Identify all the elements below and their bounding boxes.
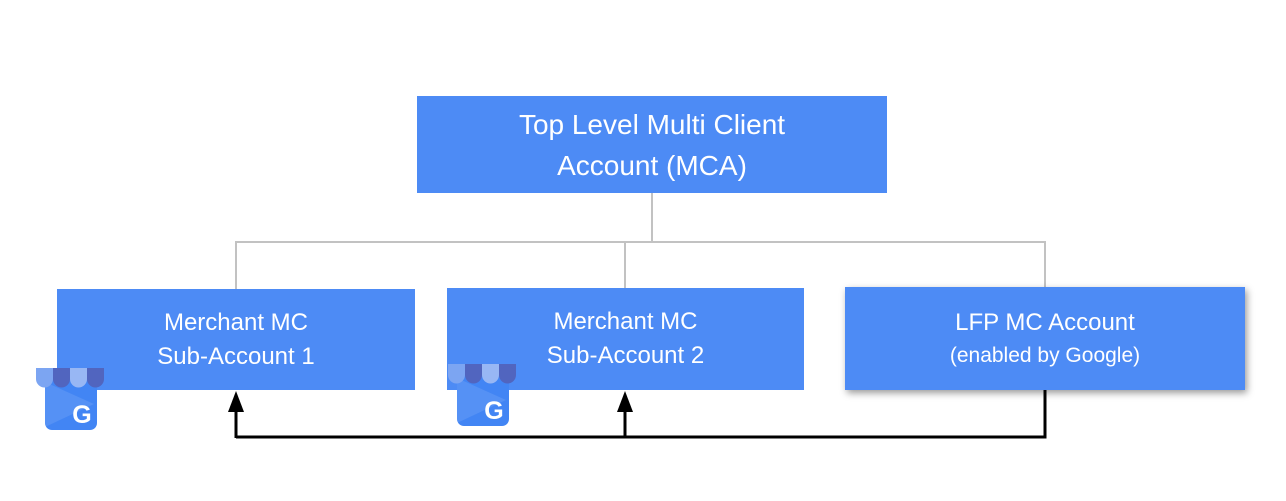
tree-connector-lines <box>235 193 1046 289</box>
google-g-letter: G <box>72 401 91 429</box>
node-lfp-mc-account: LFP MC Account (enabled by Google) <box>845 287 1245 390</box>
node-top-level-mca-line1: Top Level Multi Client <box>518 108 786 140</box>
google-my-business-icon: G <box>36 368 104 430</box>
node-merchant-sub-account-2-line2: Sub-Account 2 <box>546 342 705 369</box>
node-lfp-mc-account-line2: (enabled by Google) <box>949 343 1141 367</box>
storefront-awning <box>36 368 104 388</box>
node-merchant-sub-account-1-line2: Sub-Account 1 <box>157 342 315 370</box>
lfp-feed-lines <box>234 390 1047 439</box>
node-top-level-mca: Top Level Multi Client Account (MCA) <box>417 96 887 193</box>
arrowhead-sub2 <box>617 391 633 412</box>
storefront-awning <box>448 364 516 384</box>
google-my-business-icon: G <box>448 364 516 426</box>
node-top-level-mca-line2: Account (MCA) <box>557 149 747 181</box>
google-g-letter: G <box>484 397 503 425</box>
node-lfp-mc-account-line1: LFP MC Account <box>955 308 1135 336</box>
node-merchant-sub-account-1-line1: Merchant MC <box>163 308 309 336</box>
arrowhead-sub1 <box>228 391 244 412</box>
node-merchant-sub-account-2-line1: Merchant MC <box>553 308 698 335</box>
node-merchant-sub-account-1: Merchant MC Sub-Account 1 <box>57 289 415 390</box>
